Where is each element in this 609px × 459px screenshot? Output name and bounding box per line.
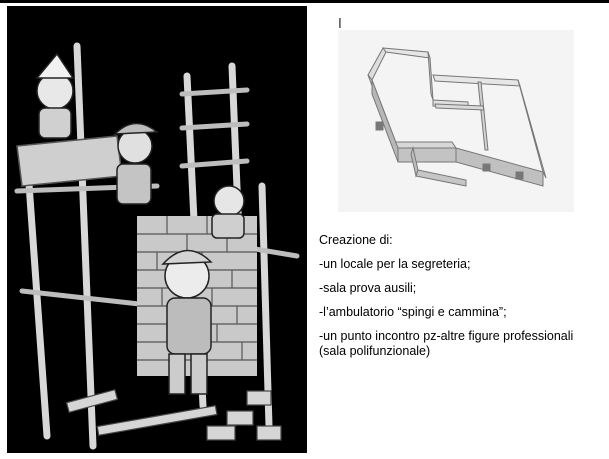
text-cursor-icon: I [338,17,342,32]
bullet-ambulatorio: -l’ambulatorio “spingi e cammina”; [319,305,507,319]
3d-floor-plan-render [338,30,574,212]
slide-heading: Creazione di: [319,233,393,247]
slide-text: Creazione di: -un locale per la segreter… [319,233,599,368]
cartoon-construction-illustration [7,6,307,453]
bullet-sala-prova: -sala prova ausili; [319,281,417,295]
top-rule [0,0,609,3]
floor-plan-drawing [338,30,574,212]
bullet-segreteria: -un locale per la segreteria; [319,257,471,271]
bullet-punto-incontro: -un punto incontro pz-altre figure profe… [319,329,574,358]
cartoon-drawing [7,6,307,453]
